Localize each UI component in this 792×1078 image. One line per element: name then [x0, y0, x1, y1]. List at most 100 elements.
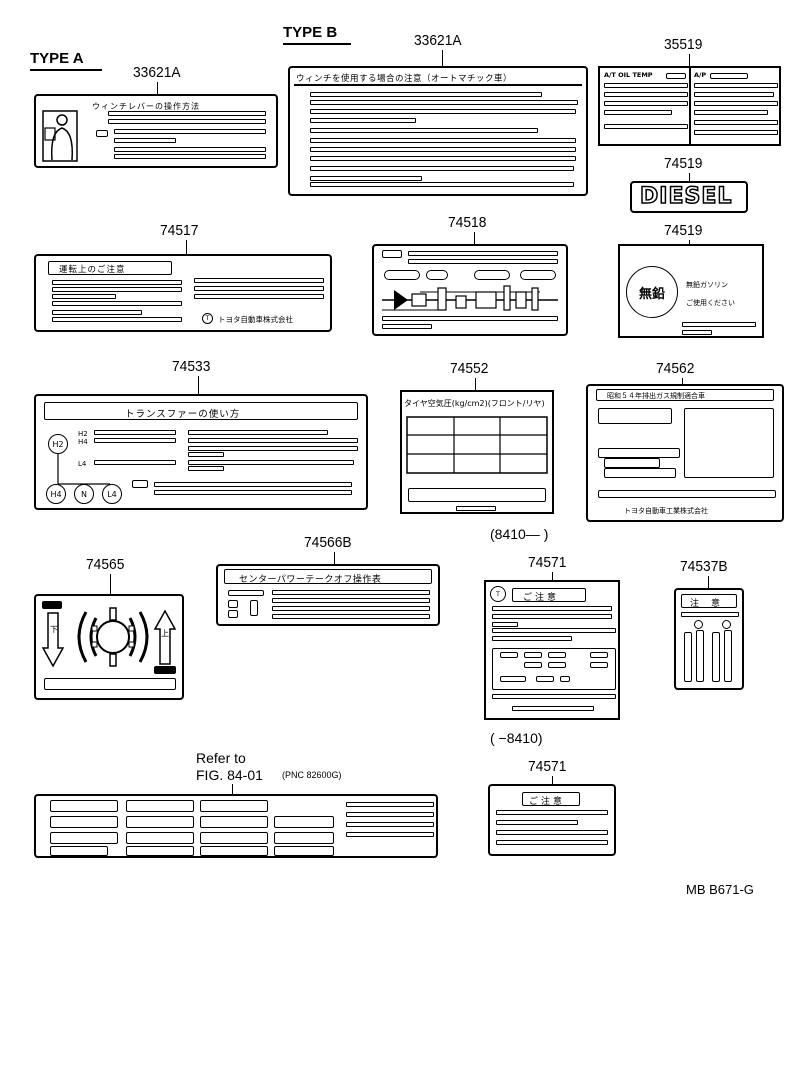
toyota-seal-icon: T	[490, 586, 506, 602]
tire-pressure-title: タイヤ空気圧(kg/cm2)(フロント/リヤ)	[404, 399, 545, 408]
tire-pressure-table	[406, 416, 548, 474]
cell	[598, 408, 672, 424]
cell	[200, 816, 268, 828]
date-range-to-8410: ( −8410)	[490, 730, 543, 746]
cell	[274, 846, 334, 856]
text-bar	[694, 92, 774, 97]
text-bar	[382, 316, 558, 321]
toyota-industry-text: トヨタ自動車工業株式会社	[624, 507, 708, 515]
emission-title: 昭和５４年排出ガス規制適合車	[607, 392, 705, 400]
leader-line	[198, 376, 199, 394]
title-box: ご注意	[512, 588, 586, 603]
text-bar	[694, 110, 768, 115]
h2-circle: H2	[48, 434, 68, 454]
date-range-from-8410: (8410— )	[490, 526, 549, 542]
text-bar	[694, 101, 778, 106]
part-number-74533: 74533	[172, 358, 211, 375]
up-label: 上	[161, 629, 169, 638]
cell	[126, 800, 194, 812]
leader-line	[442, 50, 443, 66]
cell	[274, 832, 334, 844]
text-bar	[492, 614, 612, 619]
text-bar	[604, 110, 672, 115]
leader-line	[552, 776, 553, 784]
label-33621a-type-a: ウィンチレバーの操作方法	[34, 94, 278, 168]
title-box: センターパワーテークオフ操作表	[224, 569, 432, 585]
text-bar	[272, 590, 430, 595]
label-33621a-type-b: ウィンチを使用する場合の注意（オートマチック車）	[288, 66, 588, 196]
text-bar	[188, 446, 358, 451]
fig-reference[interactable]: FIG. 84-01	[196, 767, 263, 783]
pill	[474, 270, 510, 280]
label-82600g-reference	[34, 794, 438, 858]
black-tag	[42, 601, 62, 609]
text-bar	[492, 694, 616, 699]
text-bar	[52, 280, 182, 285]
text-bar	[310, 128, 538, 133]
text-bar	[52, 310, 142, 315]
text-bar	[694, 130, 778, 135]
bar-slot	[684, 632, 692, 682]
type-b-label: TYPE B	[283, 24, 338, 41]
label-74562: 昭和５４年排出ガス規制適合車 トヨタ自動車工業株式会社	[586, 384, 784, 522]
h2-row-label: H2	[78, 430, 88, 438]
cell	[536, 676, 554, 682]
h4-row-label: H4	[78, 438, 88, 446]
title-box: 注意	[681, 594, 737, 609]
drawing-code: MB B671-G	[686, 882, 754, 897]
unleaded-text: 無鉛	[638, 286, 665, 302]
label-74552: タイヤ空気圧(kg/cm2)(フロント/リヤ)	[400, 390, 554, 514]
cell	[132, 480, 148, 488]
part-number-74562: 74562	[656, 360, 695, 377]
label-74566b: センターパワーテークオフ操作表	[216, 564, 440, 626]
leader-line	[110, 574, 111, 594]
caution-vertical-title: 注意	[690, 599, 733, 609]
cell	[408, 488, 546, 502]
n-text: N	[81, 489, 87, 499]
unleaded-line2: ご使用ください	[686, 299, 735, 307]
text-bar	[604, 92, 688, 97]
cell	[250, 600, 258, 616]
text-bar	[114, 129, 266, 134]
text-bar	[310, 147, 576, 152]
unleaded-badge: 無鉛	[626, 266, 678, 318]
text-bar	[194, 294, 324, 299]
text-bar	[114, 138, 176, 143]
down-arrow-icon	[42, 612, 64, 668]
cell	[50, 800, 118, 812]
up-arrow-icon	[154, 610, 176, 665]
divider	[294, 84, 582, 86]
text-bar	[310, 156, 576, 161]
title-box: 昭和５４年排出ガス規制適合車	[596, 389, 774, 401]
cell	[500, 676, 526, 682]
winch-auto-title: ウィンチを使用する場合の注意（オートマチック車）	[296, 74, 513, 84]
cell	[44, 678, 176, 690]
leader-line	[334, 552, 335, 564]
pill	[384, 270, 420, 280]
indicator-dot	[722, 620, 731, 629]
text-bar	[682, 330, 712, 335]
text-bar	[682, 322, 756, 327]
text-bar	[694, 83, 778, 88]
cell	[382, 250, 402, 258]
caution-title-new: ご注意	[523, 593, 560, 603]
h4-text: H4	[50, 489, 62, 499]
text-bar	[310, 109, 576, 114]
text-bar	[604, 101, 688, 106]
part-number-74519-diesel: 74519	[664, 155, 703, 172]
label-74571-new: T ご注意	[484, 580, 620, 720]
text-bar	[346, 812, 434, 817]
refer-to-text: Refer to	[196, 750, 246, 766]
part-number-74552: 74552	[450, 360, 489, 377]
center-pto-title: センターパワーテークオフ操作表	[239, 575, 382, 585]
text-bar	[310, 138, 576, 143]
leader-line	[232, 784, 233, 794]
cell	[228, 600, 238, 608]
text-bar	[408, 259, 558, 264]
title-box: 運転上のご注意	[48, 261, 172, 275]
text-bar	[512, 706, 594, 711]
label-74518	[372, 244, 568, 336]
text-bar	[496, 840, 608, 845]
cell	[598, 448, 680, 458]
text-bar	[346, 822, 434, 827]
